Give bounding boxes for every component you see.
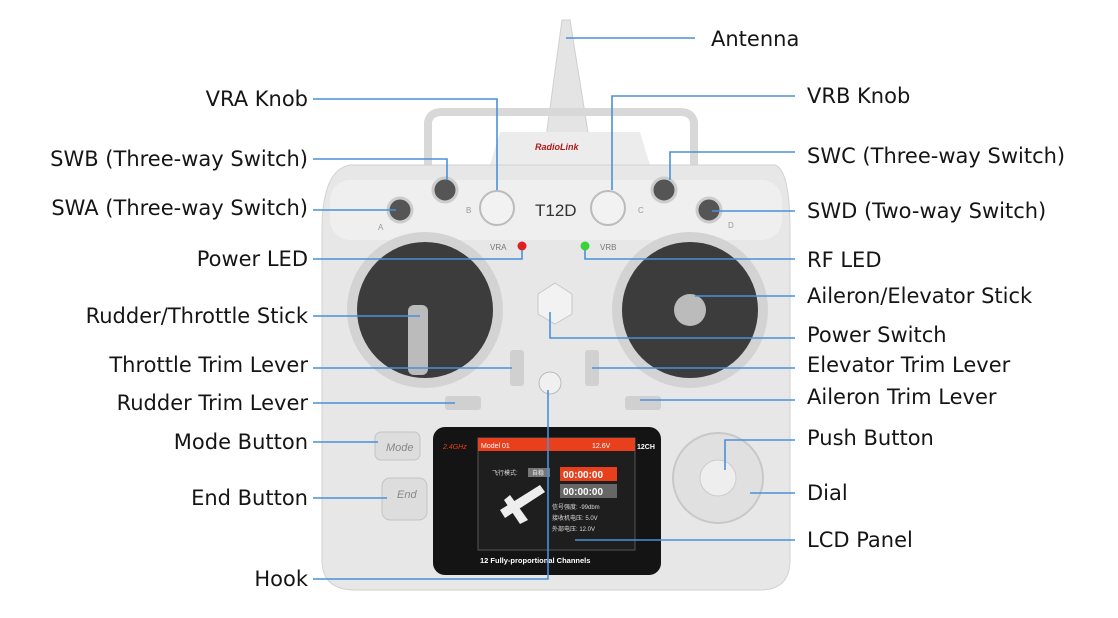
leader-swb bbox=[313, 158, 448, 180]
sw-a-label: A bbox=[378, 223, 384, 232]
rf-led-light bbox=[580, 241, 590, 251]
aileron-trim bbox=[625, 396, 661, 410]
swb-switch bbox=[431, 176, 459, 204]
lcd-timer1: 00:00:00 bbox=[563, 470, 603, 481]
vrb-label: VRB bbox=[600, 243, 616, 252]
top-plate bbox=[490, 132, 650, 165]
lcd-footer: 12 Fully-proportional Channels bbox=[480, 556, 590, 565]
lcd-timer2: 00:00:00 bbox=[563, 487, 603, 498]
label-aileron-trim-lever: Aileron Trim Lever bbox=[807, 385, 997, 409]
label-antenna: Antenna bbox=[711, 27, 800, 51]
lcd-freq: 2.4GHz bbox=[442, 444, 467, 451]
sw-b-label: B bbox=[466, 206, 471, 215]
mode-button-shape bbox=[374, 431, 421, 461]
power-led-light bbox=[517, 241, 527, 251]
power-switch-shape bbox=[537, 282, 573, 325]
label-push-button: Push Button bbox=[807, 426, 934, 450]
lcd-channels: 12CH bbox=[637, 444, 655, 451]
label-lcd-panel: LCD Panel bbox=[807, 528, 913, 552]
leader-vrb bbox=[611, 95, 795, 190]
lcd-model: Model 01 bbox=[481, 443, 510, 450]
label-hook: Hook bbox=[254, 567, 308, 591]
leader-swc bbox=[669, 151, 795, 180]
lcd-timer2-bg bbox=[560, 484, 617, 498]
label-dial: Dial bbox=[807, 481, 848, 505]
label-rudder-trim-lever: Rudder Trim Lever bbox=[116, 391, 308, 415]
rudder-trim bbox=[445, 396, 481, 410]
label-mode-button: Mode Button bbox=[173, 430, 308, 454]
lcd-flight-mode: 自稳 bbox=[532, 469, 544, 477]
brand-logo: RadioLink bbox=[535, 142, 579, 152]
end-button-shape bbox=[381, 477, 428, 521]
label-swd: SWD (Two-way Switch) bbox=[807, 199, 1047, 223]
label-aileron-elevator-stick: Aileron/Elevator Stick bbox=[807, 284, 1033, 308]
lcd-signal: 信号强度: -99dbm bbox=[552, 503, 600, 511]
leader-lines bbox=[313, 37, 795, 580]
leader-rf-led bbox=[584, 250, 795, 260]
label-swb: SWB (Three-way Switch) bbox=[50, 147, 308, 171]
vrb-knob-shape bbox=[590, 190, 626, 226]
lcd-rx-voltage: 接收机电压: 5.0V bbox=[552, 514, 598, 522]
hook-bolt bbox=[538, 371, 562, 395]
sw-d-label: D bbox=[728, 221, 734, 230]
label-end-button: End Button bbox=[191, 486, 308, 510]
handle bbox=[424, 108, 698, 180]
lcd-timer1-bg bbox=[560, 467, 617, 481]
swc-switch bbox=[650, 176, 678, 204]
lcd-header bbox=[478, 438, 635, 451]
leader-power-led bbox=[313, 250, 523, 260]
label-vra-knob: VRA Knob bbox=[205, 87, 308, 111]
leader-vra bbox=[313, 98, 498, 190]
mode-button-text: Mode bbox=[386, 442, 414, 454]
throttle-trim bbox=[510, 350, 524, 386]
push-button-shape bbox=[699, 459, 737, 497]
lcd-ext-voltage: 外部电压: 12.0V bbox=[552, 525, 595, 533]
label-power-led: Power LED bbox=[196, 247, 308, 271]
lcd-flight-mode-box bbox=[528, 468, 550, 477]
label-power-switch: Power Switch bbox=[807, 323, 947, 347]
label-rudder-throttle-stick: Rudder/Throttle Stick bbox=[85, 304, 308, 328]
leader-hook bbox=[313, 390, 549, 580]
vra-knob-shape bbox=[479, 190, 515, 226]
model-name: T12D bbox=[535, 201, 577, 220]
leader-power-switch bbox=[549, 312, 795, 339]
label-vrb-knob: VRB Knob bbox=[807, 84, 911, 108]
label-rf-led: RF LED bbox=[807, 248, 882, 272]
label-swa: SWA (Three-way Switch) bbox=[51, 196, 308, 220]
left-stick bbox=[408, 305, 428, 375]
vra-label: VRA bbox=[490, 243, 507, 252]
swd-switch bbox=[695, 196, 723, 224]
end-button-text: End bbox=[397, 489, 417, 501]
sw-c-label: C bbox=[638, 206, 644, 215]
label-elevator-trim-lever: Elevator Trim Lever bbox=[807, 353, 1011, 377]
lcd-voltage: 12.6V bbox=[592, 443, 611, 450]
label-throttle-trim-lever: Throttle Trim Lever bbox=[109, 353, 308, 377]
lcd-plane-icon bbox=[500, 485, 545, 524]
label-swc: SWC (Three-way Switch) bbox=[807, 144, 1066, 168]
right-stick bbox=[674, 294, 706, 326]
lcd-flight-mode-label: 飞行模式: bbox=[492, 469, 518, 477]
leader-push-button bbox=[724, 439, 795, 470]
